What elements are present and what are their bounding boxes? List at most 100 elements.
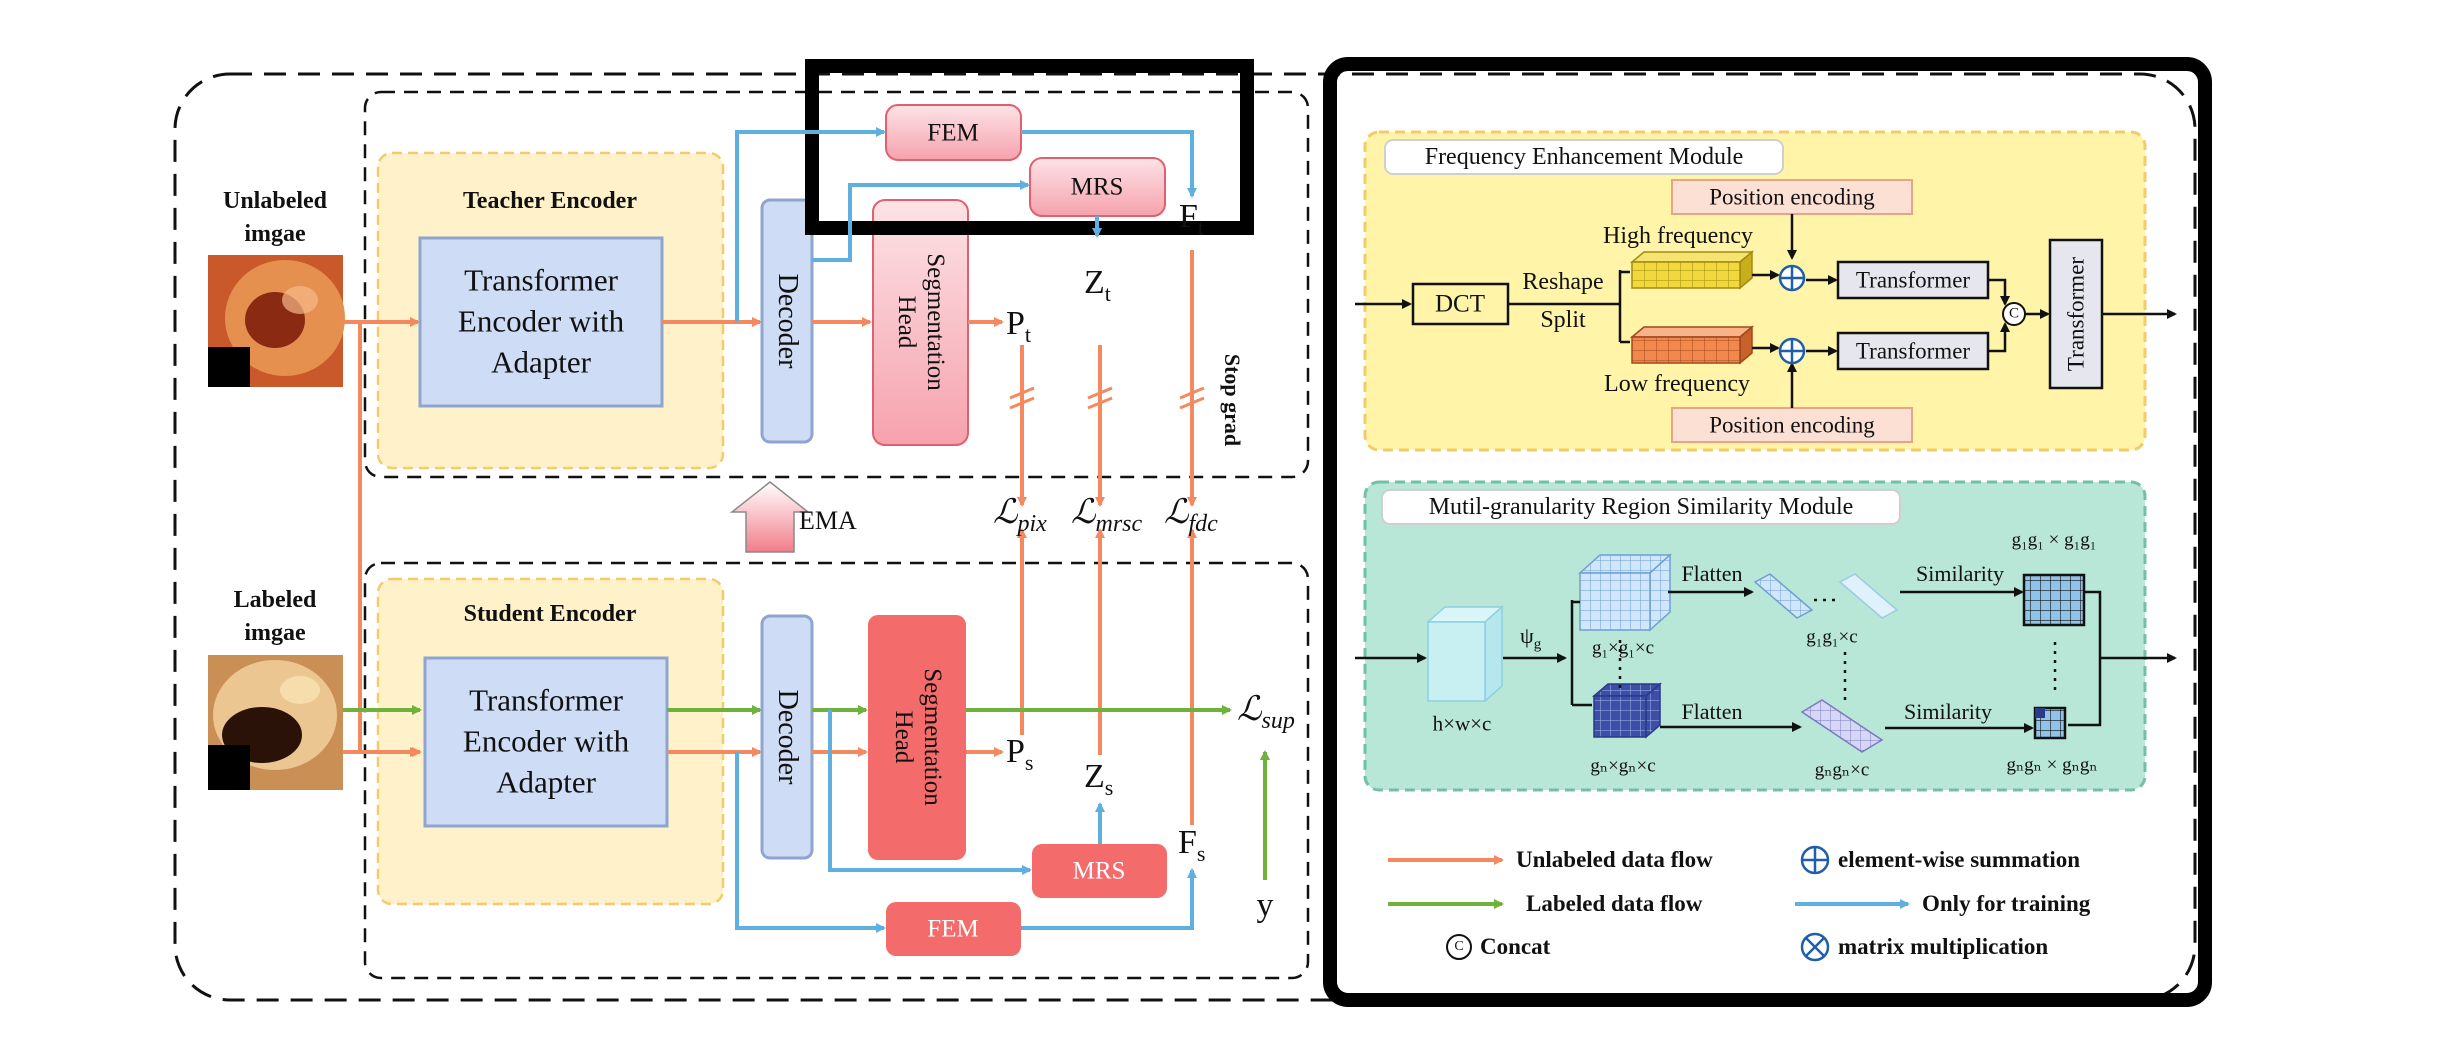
loss-fdc-l: ℒ [1164, 494, 1189, 531]
ps-letter: P [1006, 733, 1025, 770]
legend-sum-label: element-wise summation [1838, 847, 2081, 872]
student-seg-head-box [868, 615, 966, 860]
teacher-decoder-label: Decoder [772, 273, 803, 369]
fem-split-bracket [1618, 270, 1630, 344]
g1-matrix [2022, 573, 2086, 627]
student-seg-head-line1: Segmentation [918, 668, 946, 806]
loss-pix-sub: pix [1017, 510, 1047, 537]
teacher-seg-head-line2: Head [893, 295, 920, 349]
flow-blue-student-fem [735, 752, 886, 933]
zs-symbol: Zs [1084, 760, 1113, 799]
student-seg-head-line2: Head [890, 710, 917, 764]
pos-enc-top-label: Position encoding [1709, 184, 1875, 210]
g1-matrix-label: g₁g₁ × g₁g₁ [2011, 529, 2097, 551]
pos-enc-top-box [1671, 179, 1913, 215]
loss-sup-l: ℒ [1237, 691, 1262, 728]
gn-cube-label: gₙ×gₙ×c [1590, 755, 1656, 777]
mrs-bracket [1570, 600, 1592, 707]
student-encoder-line3: Adapter [496, 764, 596, 800]
highlight-box-top [805, 59, 1254, 235]
loss-mrsc: ℒmrsc [1071, 496, 1142, 536]
student-decoder-box [760, 614, 814, 860]
teacher-fem-label: FEM [927, 119, 979, 147]
fs-letter: F [1178, 824, 1197, 861]
teacher-encoder-line1: Transformer [464, 262, 618, 298]
teacher-encoder-line3: Adapter [491, 344, 591, 380]
pt-letter: P [1006, 305, 1025, 342]
stop-grad-label: Stop grad [1220, 353, 1245, 447]
fem-module-panel [1363, 130, 2147, 452]
ema-label: EMA [799, 506, 857, 535]
student-dashed-box [363, 561, 1310, 980]
mrs-module-title: Mutil-granularity Region Similarity Modu… [1428, 494, 1854, 520]
flatten-1-label: Flatten [1681, 561, 1743, 586]
teacher-dashed-box [363, 90, 1310, 479]
g1-cube-label: g₁×g₁×c [1591, 637, 1655, 659]
sum-circle-2 [1778, 337, 1806, 365]
transformer-box-2 [1836, 331, 1990, 371]
psi-sub: g [1533, 636, 1542, 653]
student-fem-label: FEM [927, 915, 979, 943]
gn-cube [1591, 682, 1663, 739]
hwc-label: h×w×c [1432, 711, 1492, 736]
ps-sub: s [1024, 749, 1034, 775]
pt-symbol: Pt [1006, 307, 1031, 346]
gn-matrix-cell [2035, 708, 2045, 718]
reshape-label: Reshape [1522, 269, 1604, 295]
legend-unlabeled-label: Unlabeled data flow [1516, 847, 1713, 872]
loss-sup: ℒsup [1237, 693, 1295, 733]
transformer-2-label: Transformer [1855, 338, 1971, 364]
legend-training-label: Only for training [1922, 891, 2091, 916]
flow-blue-teacher-fem [735, 127, 886, 322]
similarity-2-label: Similarity [1904, 699, 1992, 724]
g1-flat-1 [1753, 573, 1814, 619]
transformer-box-3 [2048, 238, 2104, 390]
gn-flat [1800, 699, 1884, 753]
student-encoder-line2: Encoder with [462, 723, 630, 759]
ft-symbol: Ft [1179, 200, 1204, 239]
labeled-label-1: Labeled [233, 587, 317, 613]
high-frequency-block [1629, 250, 1755, 290]
pos-enc-bottom-label: Position encoding [1709, 412, 1875, 438]
ft-sub: t [1197, 214, 1205, 240]
teacher-seg-head-line1: Segmentation [921, 253, 949, 391]
ft-letter: F [1179, 198, 1198, 235]
teacher-mrs-label: MRS [1070, 173, 1124, 201]
sum-circle-1 [1778, 264, 1806, 292]
student-seg-head-label: Segmentation Head [888, 668, 946, 805]
unlabeled-label-2: imgae [244, 221, 306, 247]
stopgrad-mark-1 [1009, 386, 1035, 410]
zs-sub: s [1104, 774, 1114, 800]
pos-enc-bottom-box [1671, 407, 1913, 443]
flow-blue-fem-fs [1021, 868, 1197, 930]
student-encoder-title: Student Encoder [463, 601, 637, 627]
fem-trans2-concat [1988, 322, 2010, 353]
stopgrad-mark-2 [1087, 386, 1113, 410]
teacher-seg-head-label: Segmentation Head [891, 253, 949, 390]
zs-letter: Z [1084, 758, 1105, 795]
zt-symbol: Zt [1084, 266, 1111, 305]
fem-trans1-concat [1988, 278, 2010, 306]
student-decoder-label: Decoder [772, 689, 803, 785]
student-encoder-line1: Transformer [469, 682, 623, 718]
legend-matmul-label: matrix multiplication [1838, 934, 2049, 959]
similarity-1-label: Similarity [1916, 561, 2004, 586]
legend-concat-label: Concat [1480, 934, 1551, 959]
g1-cube [1578, 553, 1672, 632]
flow-blue-student-mrs [828, 710, 1032, 875]
teacher-encoder-box [418, 236, 664, 408]
gn-matrix-label: gₙgₙ × gₙgₙ [2006, 754, 2098, 776]
loss-sup-sub: sup [1261, 707, 1295, 734]
hwc-cube [1426, 605, 1504, 703]
mrs-module-title-box [1381, 489, 1901, 525]
legend-concat-symbol: C [1454, 939, 1464, 954]
mrs-module-panel [1363, 480, 2147, 792]
y-symbol: y [1256, 887, 1274, 924]
zt-sub: t [1104, 280, 1111, 306]
loss-mrsc-sub: mrsc [1095, 510, 1143, 537]
teacher-encoder-line2: Encoder with [457, 303, 625, 339]
legend-labeled-label: Labeled data flow [1526, 891, 1703, 916]
flatten-2-label: Flatten [1681, 699, 1743, 724]
legend-sum-icon [1800, 845, 1830, 875]
